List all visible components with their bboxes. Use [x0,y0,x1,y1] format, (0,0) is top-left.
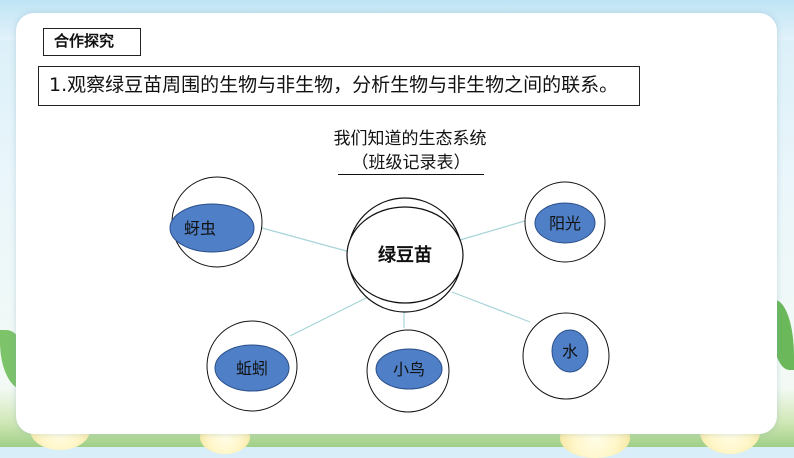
ecosystem-diagram: 绿豆苗 蚜虫 阳光 蚯蚓 小鸟 水 [169,176,610,413]
diagram-subtitle: （班级记录表） [338,152,484,175]
node-label-bird: 小鸟 [393,360,425,379]
node-label-earthworm: 蚯蚓 [236,359,268,378]
connector-line [261,227,351,253]
node-inner-ellipse [214,344,290,392]
node-label-aphid: 蚜虫 [184,219,216,238]
node-inner-ellipse [534,202,596,244]
node-label-water: 水 [562,342,578,361]
connector-line [459,219,529,241]
node-inner-ellipse [169,203,255,253]
center-node-label: 绿豆苗 [378,244,432,266]
node-inner-ellipse [551,329,589,373]
diagram-title: 我们知道的生态系统 [333,129,487,149]
connector-line [289,294,373,337]
node-inner-ellipse [375,348,443,390]
center-node-outline [346,206,464,304]
section-tag: 合作探究 [43,28,141,56]
node-label-sunlight: 阳光 [549,214,581,233]
connector-line [451,291,531,323]
task-prompt: 1.观察绿豆苗周围的生物与非生物，分析生物与非生物之间的联系。 [38,66,640,106]
